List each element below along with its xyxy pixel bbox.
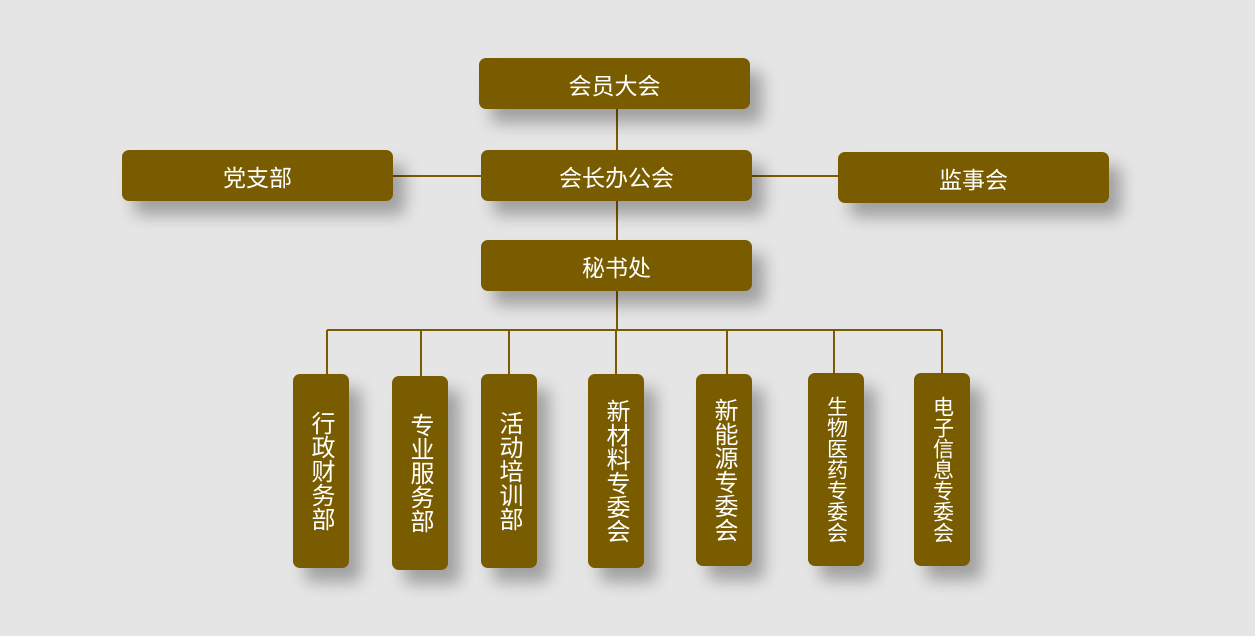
department-box-professional-services: 专业服务部 [392, 376, 448, 570]
committee-box-new-energy: 新能源专委会 [696, 374, 752, 566]
president-office-box: 会长办公会 [481, 150, 752, 201]
secretariat-label: 秘书处 [582, 255, 651, 282]
board-of-supervisors-label: 监事会 [939, 167, 1008, 194]
party-branch-label: 党支部 [223, 165, 292, 192]
general-assembly-label: 会员大会 [568, 73, 661, 100]
department-label: 新能源专委会 [710, 398, 738, 542]
party-branch-box: 党支部 [122, 150, 393, 201]
department-box-activities-training: 活动培训部 [481, 374, 537, 568]
general-assembly-box: 会员大会 [479, 58, 750, 109]
department-label: 电子信息专委会 [930, 396, 955, 543]
secretariat-box: 秘书处 [481, 240, 752, 291]
department-box-admin-finance: 行政财务部 [293, 374, 349, 568]
board-of-supervisors-box: 监事会 [838, 152, 1109, 203]
department-label: 生物医药专委会 [824, 396, 849, 543]
department-label: 活动培训部 [495, 411, 523, 531]
committee-box-electronic-information: 电子信息专委会 [914, 373, 970, 566]
department-label: 行政财务部 [307, 411, 335, 531]
president-office-label: 会长办公会 [559, 165, 674, 192]
department-label: 专业服务部 [406, 413, 434, 533]
committee-box-biomedicine: 生物医药专委会 [808, 373, 864, 566]
department-label: 新材料专委会 [602, 399, 630, 543]
committee-box-new-materials: 新材料专委会 [588, 374, 644, 568]
